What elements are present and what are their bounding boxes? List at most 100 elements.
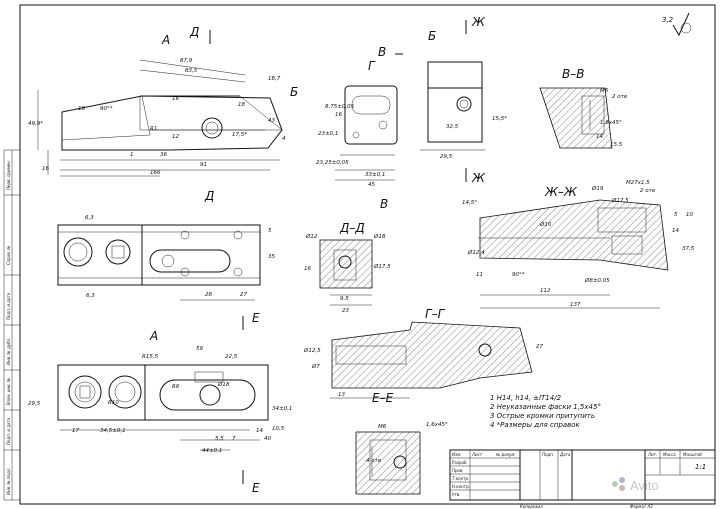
dim: 32,5 — [446, 124, 459, 130]
dim: 18 — [238, 102, 245, 108]
dim: 14 — [256, 428, 263, 434]
role: Т.контр. — [452, 476, 469, 481]
dim: 23±0,1 — [318, 131, 338, 137]
dim: Ø17,5 — [611, 197, 629, 204]
dim: 5 — [674, 212, 678, 218]
section-zh-callout-bottom: Ж — [471, 171, 486, 185]
dim: 8,75±0,05 — [325, 104, 355, 110]
section-v-callout: В — [378, 45, 386, 59]
view-callout-b: Б — [290, 85, 298, 99]
section-e-callout: Е — [252, 311, 260, 325]
note: 2 Неуказанные фаски 1,5х45° — [490, 403, 601, 411]
dim: Ø12 — [305, 233, 318, 240]
section-v-v-dims: М6 2 отв 1,6х45° 14 15,5 — [596, 88, 627, 148]
avito-watermark: Avito — [612, 477, 659, 493]
dim: 16 — [172, 96, 179, 102]
note: 1 Н14, h14, ±IT14/2 — [490, 394, 562, 402]
bottom-view — [57, 364, 269, 451]
copied-label: Копировал — [520, 504, 543, 509]
col-lit: Лит. — [647, 452, 657, 457]
dim: Ø7 — [311, 363, 320, 370]
technical-notes: 1 Н14, h14, ±IT14/2 2 Неуказанные фаски … — [490, 394, 601, 429]
row-date: Дата — [559, 452, 571, 457]
dim: 15,5 — [610, 142, 623, 148]
stamp-label: Инв. № подл. — [6, 467, 11, 495]
section-e-callout-bottom: Е — [252, 481, 260, 495]
section-label-ee: Е–Е — [372, 391, 394, 405]
title-block: Лит. Масса Масштаб 1:1 Изм. Лист № докум… — [449, 449, 716, 501]
roughness-mark: 3,2 — [662, 12, 692, 37]
dim: Ø10 — [539, 221, 552, 228]
bottom-view-dims: 59 R15,5 22,5 R6 Ø18 R10 29,5 17 34,5±0,… — [28, 346, 292, 454]
dim: 29,5 — [28, 401, 41, 407]
section-g-g-dims: Ø12,5 Ø7 13 27 — [303, 344, 543, 398]
dim: 16 — [78, 106, 85, 112]
section-v-head — [335, 85, 398, 181]
role: Разраб. — [452, 460, 468, 465]
dim: 2 отв — [640, 188, 655, 194]
dim: 23,25±0,05 — [316, 160, 349, 166]
dim: 17,5* — [232, 132, 247, 138]
section-label-dd: Д–Д — [339, 221, 365, 235]
dim: 16 — [42, 166, 49, 172]
section-g-callout: Г — [368, 59, 376, 73]
stamp-label: Инв. № дубл. — [6, 338, 11, 365]
top-view — [57, 224, 261, 301]
view-label-a: А — [149, 329, 158, 343]
dim: 90°* — [100, 106, 113, 112]
dim: 1 — [130, 152, 134, 158]
row-izm: Изм. — [452, 452, 461, 457]
dim: 11 — [476, 272, 483, 278]
stamp-label: Взам. инв. № — [6, 378, 11, 405]
main-view — [37, 59, 283, 177]
dim: 14,5° — [462, 200, 477, 206]
section-g-g — [330, 321, 533, 399]
dim: 35 — [268, 254, 275, 260]
dim: 49,9* — [28, 121, 43, 127]
col-mass: Масса — [663, 452, 676, 457]
note: 3 Острые кромки притупить — [490, 412, 595, 420]
section-v-head-dims: 8,75±0,05 23±0,1 23,25±0,05 33±0,1 45 16 — [316, 104, 385, 188]
view-label-b: Б — [428, 29, 436, 43]
row-sign: Подп. — [542, 452, 554, 457]
section-v-v — [539, 87, 613, 149]
section-label-vv: В–В — [562, 67, 584, 81]
dim: 87,9 — [180, 58, 193, 64]
section-zh-callout: Ж — [471, 15, 486, 29]
section-d-d — [319, 239, 373, 306]
dim: Ø18 — [373, 233, 386, 240]
dim: М27х1,5 — [626, 180, 650, 186]
format-label: Формат А3 — [630, 504, 653, 509]
row-doc: № докум. — [495, 452, 516, 457]
role: Утв. — [452, 492, 460, 497]
dim: Ø17,5 — [373, 263, 391, 270]
dim: R10 — [108, 400, 119, 406]
dim: Ø12,5 — [303, 347, 321, 354]
row-list: Лист — [471, 452, 483, 457]
dim: 137 — [570, 302, 581, 308]
side-view-b — [420, 61, 485, 151]
role: Н.контр. — [452, 484, 470, 489]
dim: 28 — [205, 292, 212, 298]
note: 4 *Размеры для справок — [490, 421, 581, 429]
dim: 16 — [335, 112, 342, 118]
dim: 44±0,1 — [202, 448, 222, 454]
main-view-dims: 87,9 83,5 18,7 16 90°* 16 18 43 4 36 91 … — [28, 58, 286, 176]
dim: 22,5 — [225, 354, 238, 360]
dim: 13 — [338, 392, 345, 398]
side-stamp-labels: Перв. примен. Справ. № Подп. и дата Инв.… — [6, 160, 11, 495]
dim: 43 — [268, 118, 275, 124]
dim: 4 отв — [366, 458, 381, 464]
dim: 23 — [342, 308, 349, 314]
dim: М6 — [378, 424, 387, 430]
dim: R15,5 — [142, 354, 159, 360]
dim: 45 — [368, 182, 375, 188]
dim: 2 отв — [612, 94, 627, 100]
section-label-gg: Г–Г — [425, 307, 446, 321]
dim: 18,7 — [268, 76, 281, 82]
dim: 7 — [232, 436, 236, 442]
dim: 6,3 — [85, 215, 94, 221]
dim: 12 — [172, 134, 179, 140]
scale-value: 1:1 — [695, 463, 706, 471]
